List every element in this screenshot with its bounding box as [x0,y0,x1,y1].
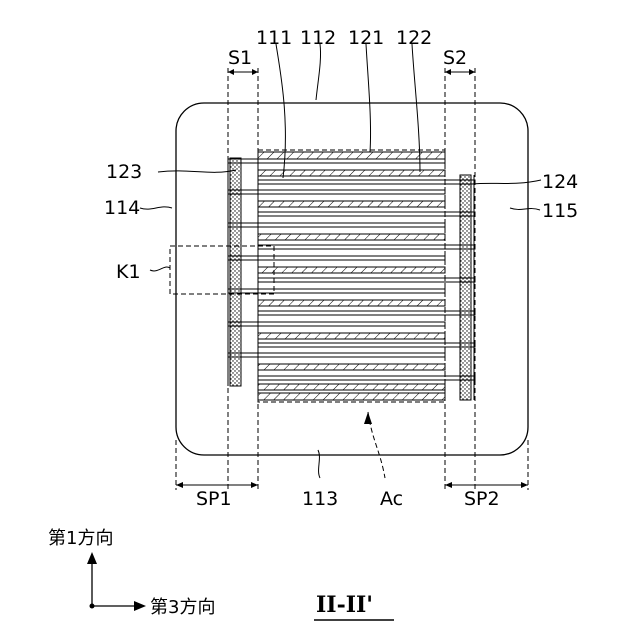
dielectric-layers-b [258,384,445,390]
label-ac: Ac [380,488,403,510]
top-cover-plate [258,152,445,159]
label-115: 115 [542,200,578,222]
label-122: 122 [396,27,432,49]
axis-label-dir3: 第3方向 [150,597,215,618]
label-124: 124 [542,171,578,193]
label-sp2: SP2 [464,488,500,510]
right-side-electrode [460,175,474,400]
label-112: 112 [300,27,336,49]
s2-dimension [445,69,475,75]
direction-axes [87,552,146,611]
left-side-electrode [228,158,241,386]
label-113: 113 [302,488,338,510]
label-121: 121 [348,27,384,49]
label-111: 111 [256,27,292,49]
axis-label-dir1: 第1方向 [48,528,113,549]
section-label: II-II' [316,592,373,618]
label-114: 114 [104,197,140,219]
label-123: 123 [106,161,142,183]
label-k1: K1 [116,261,141,283]
label-s2: S2 [443,47,467,69]
dielectric-layers-a [258,170,445,370]
label-sp1: SP1 [196,488,232,510]
internal-electrodes-second [258,180,475,380]
s1-dimension [228,69,258,75]
bottom-cover-plate [258,393,445,400]
leader-lines [140,44,541,478]
internal-electrodes-first [228,159,445,357]
label-s1: S1 [228,47,252,69]
